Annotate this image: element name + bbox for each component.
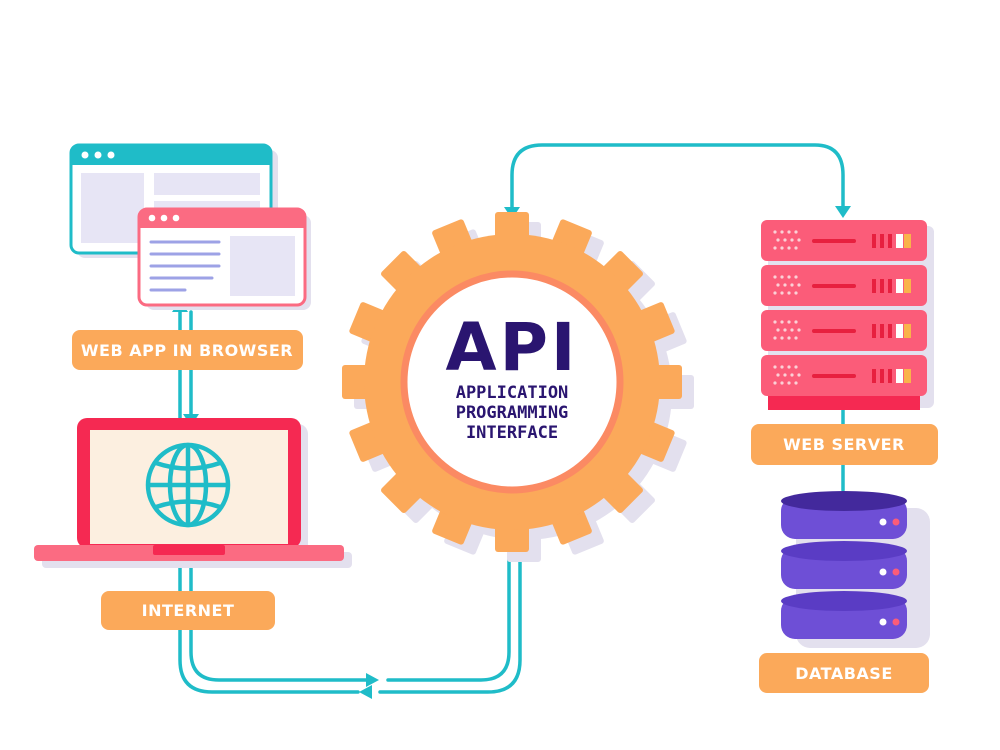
label-database-text: DATABASE xyxy=(795,664,893,683)
label-web-app: WEB APP IN BROWSER xyxy=(72,330,303,370)
database-disc xyxy=(781,491,907,539)
connector-internet-outer xyxy=(178,560,360,694)
connector-api-to-server xyxy=(510,143,845,214)
database xyxy=(781,491,930,648)
label-internet: INTERNET xyxy=(101,591,275,630)
laptop xyxy=(34,418,352,568)
connector-gear-inner xyxy=(386,548,511,682)
label-database: DATABASE xyxy=(759,653,929,693)
globe-icon xyxy=(145,442,231,528)
server-foot xyxy=(768,396,920,410)
api-line-2: PROGRAMMING xyxy=(456,403,569,423)
arrow-left-icon xyxy=(359,685,372,699)
web-server xyxy=(761,220,934,410)
database-disc xyxy=(781,591,907,639)
database-disc xyxy=(781,541,907,589)
server-unit xyxy=(761,355,927,396)
label-internet-text: INTERNET xyxy=(142,601,235,620)
arrow-down-server-icon xyxy=(835,206,851,218)
api-line-3: INTERFACE xyxy=(466,423,558,443)
label-web-app-text: WEB APP IN BROWSER xyxy=(81,341,293,360)
arrow-right-icon xyxy=(366,673,379,687)
label-web-server: WEB SERVER xyxy=(751,424,938,465)
connectors xyxy=(178,143,845,694)
label-web-server-text: WEB SERVER xyxy=(783,435,905,454)
connector-internet-inner xyxy=(189,560,370,682)
api-title: API xyxy=(445,309,578,386)
api-line-1: APPLICATION xyxy=(456,383,569,403)
web-app-browser xyxy=(69,143,311,310)
server-unit xyxy=(761,310,927,351)
gear-ring xyxy=(400,270,624,494)
server-unit xyxy=(761,265,927,306)
server-unit xyxy=(761,220,927,261)
connector-gear-outer xyxy=(378,548,522,694)
api-gear: API APPLICATION PROGRAMMING INTERFACE xyxy=(342,212,694,562)
